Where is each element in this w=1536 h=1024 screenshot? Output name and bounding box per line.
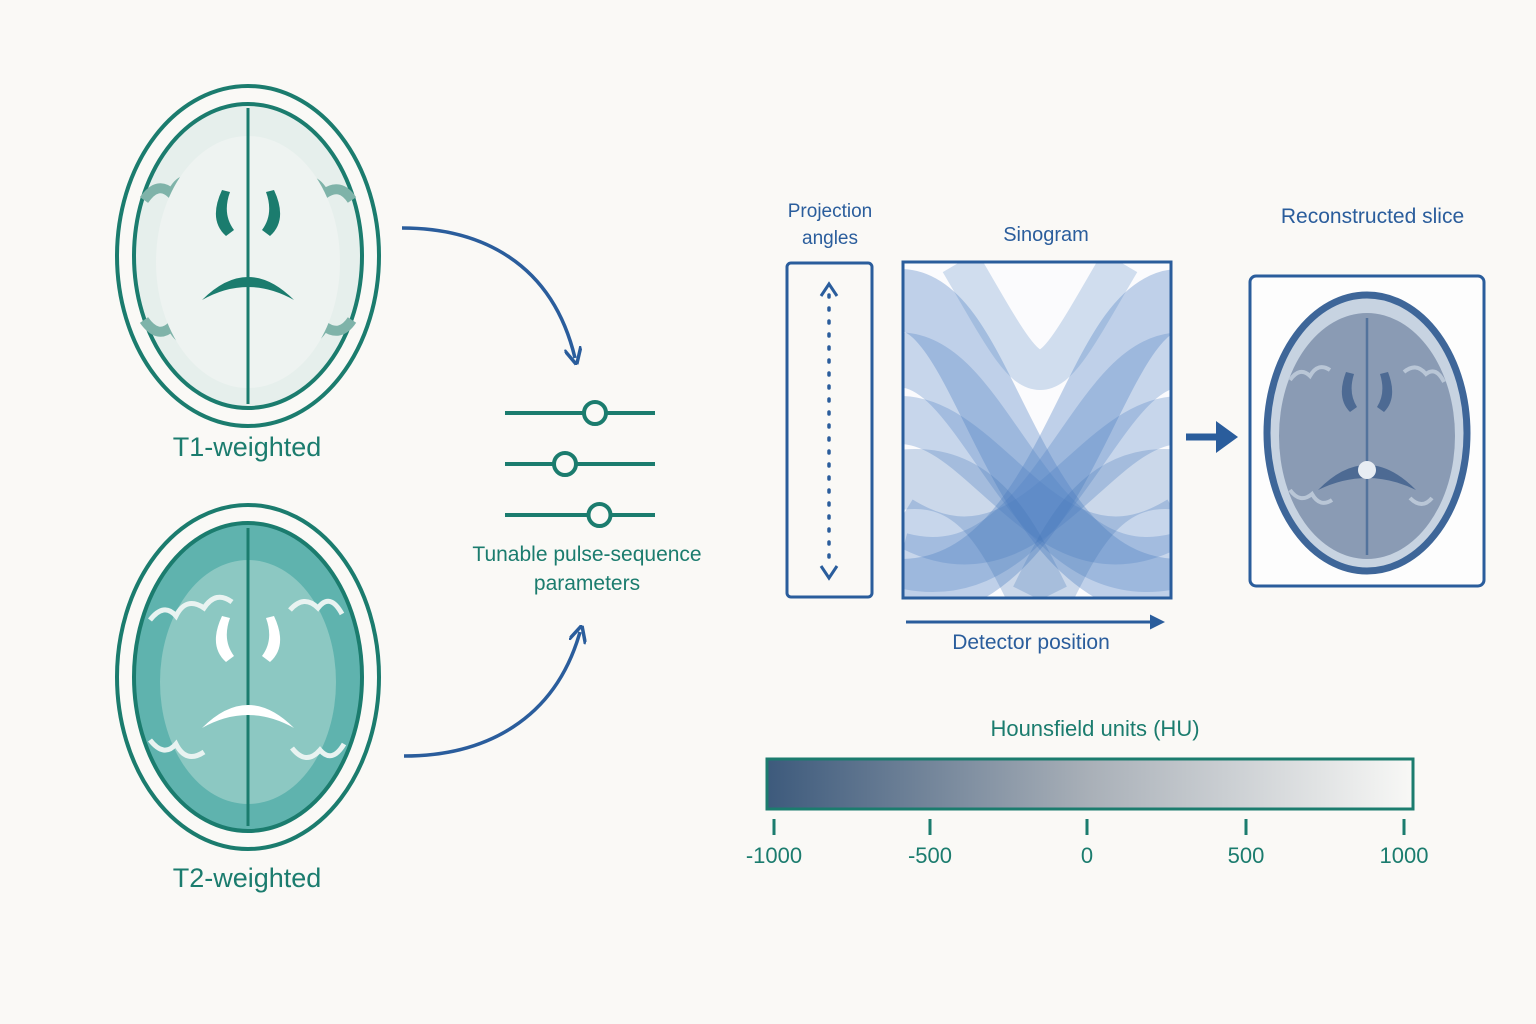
projection-angles-panel [785, 261, 874, 599]
reconstructed-slice-panel [1248, 274, 1486, 588]
t2-brain-icon [115, 503, 381, 851]
parameters-label: Tunable pulse-sequence parameters [472, 543, 702, 595]
parameter-sliders [505, 400, 655, 528]
t2-to-parameters-arrow [403, 632, 580, 758]
sinogram-label: Sinogram [1003, 224, 1089, 246]
sinogram-image [901, 260, 1173, 600]
reconstructed-slice-label: Reconstructed slice [1280, 205, 1465, 228]
t1-to-parameters-arrow [401, 226, 575, 358]
colorbar-title: Hounsfield units (HU) [990, 716, 1200, 741]
colorbar-tick-label: 0 [1080, 843, 1094, 868]
reconstruct-arrow [1186, 421, 1238, 453]
slider-knob-2[interactable] [552, 451, 578, 477]
detector-position-label: Detector position [952, 631, 1110, 654]
t1-brain-icon [115, 84, 381, 428]
hu-colorbar [765, 757, 1415, 811]
slider-knob-3[interactable] [586, 502, 613, 528]
hu-colorbar-ticks [772, 819, 1406, 835]
colorbar-tick-label: 500 [1227, 843, 1265, 868]
colorbar-tick-label: -1000 [745, 843, 803, 868]
projection-angles-label: Projection angles [787, 201, 873, 249]
t1-label: T1-weighted [172, 432, 322, 462]
t2-label: T2-weighted [172, 863, 322, 893]
colorbar-tick-label: 1000 [1379, 843, 1429, 868]
slider-knob-1[interactable] [582, 400, 608, 426]
colorbar-tick-label: -500 [907, 843, 953, 868]
